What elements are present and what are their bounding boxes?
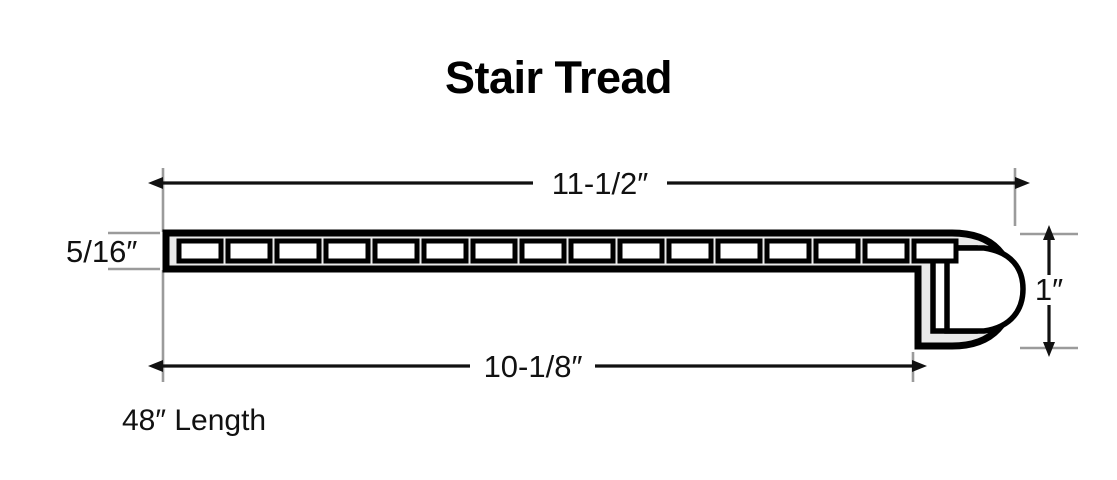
dimension-thickness: 5/16″ [66, 234, 137, 269]
tread-slot [519, 238, 567, 264]
tread-slot [666, 238, 714, 264]
tread-slot [225, 238, 273, 264]
tread-slot-group [176, 238, 959, 264]
dimension-label-thickness: 5/16″ [66, 234, 137, 269]
nosing-d-void [944, 245, 1026, 334]
tread-slot [617, 238, 665, 264]
tread-slot [372, 238, 420, 264]
page-title: Stair Tread [444, 52, 673, 103]
tread-slot [323, 238, 371, 264]
tread-slot [176, 238, 224, 264]
dimension-label-nosing-height: 1″ [1035, 272, 1063, 307]
tread-slot [421, 238, 469, 264]
tread-slot [274, 238, 322, 264]
length-caption: 48″ Length [122, 404, 266, 437]
tread-slot [911, 238, 959, 264]
dimension-tread-depth: 10-1/8″ [148, 349, 927, 384]
tread-slot [568, 238, 616, 264]
tread-slot [764, 238, 812, 264]
dimension-label-overall-width: 11-1/2″ [552, 166, 649, 201]
dimension-label-tread-depth: 10-1/8″ [484, 349, 583, 384]
tread-slot [715, 238, 763, 264]
dimension-overall-width: 11-1/2″ [148, 166, 1030, 201]
tread-slot [470, 238, 518, 264]
tread-slot [813, 238, 861, 264]
dimension-nosing-height: 1″ [1035, 225, 1063, 357]
tread-slot [862, 238, 910, 264]
